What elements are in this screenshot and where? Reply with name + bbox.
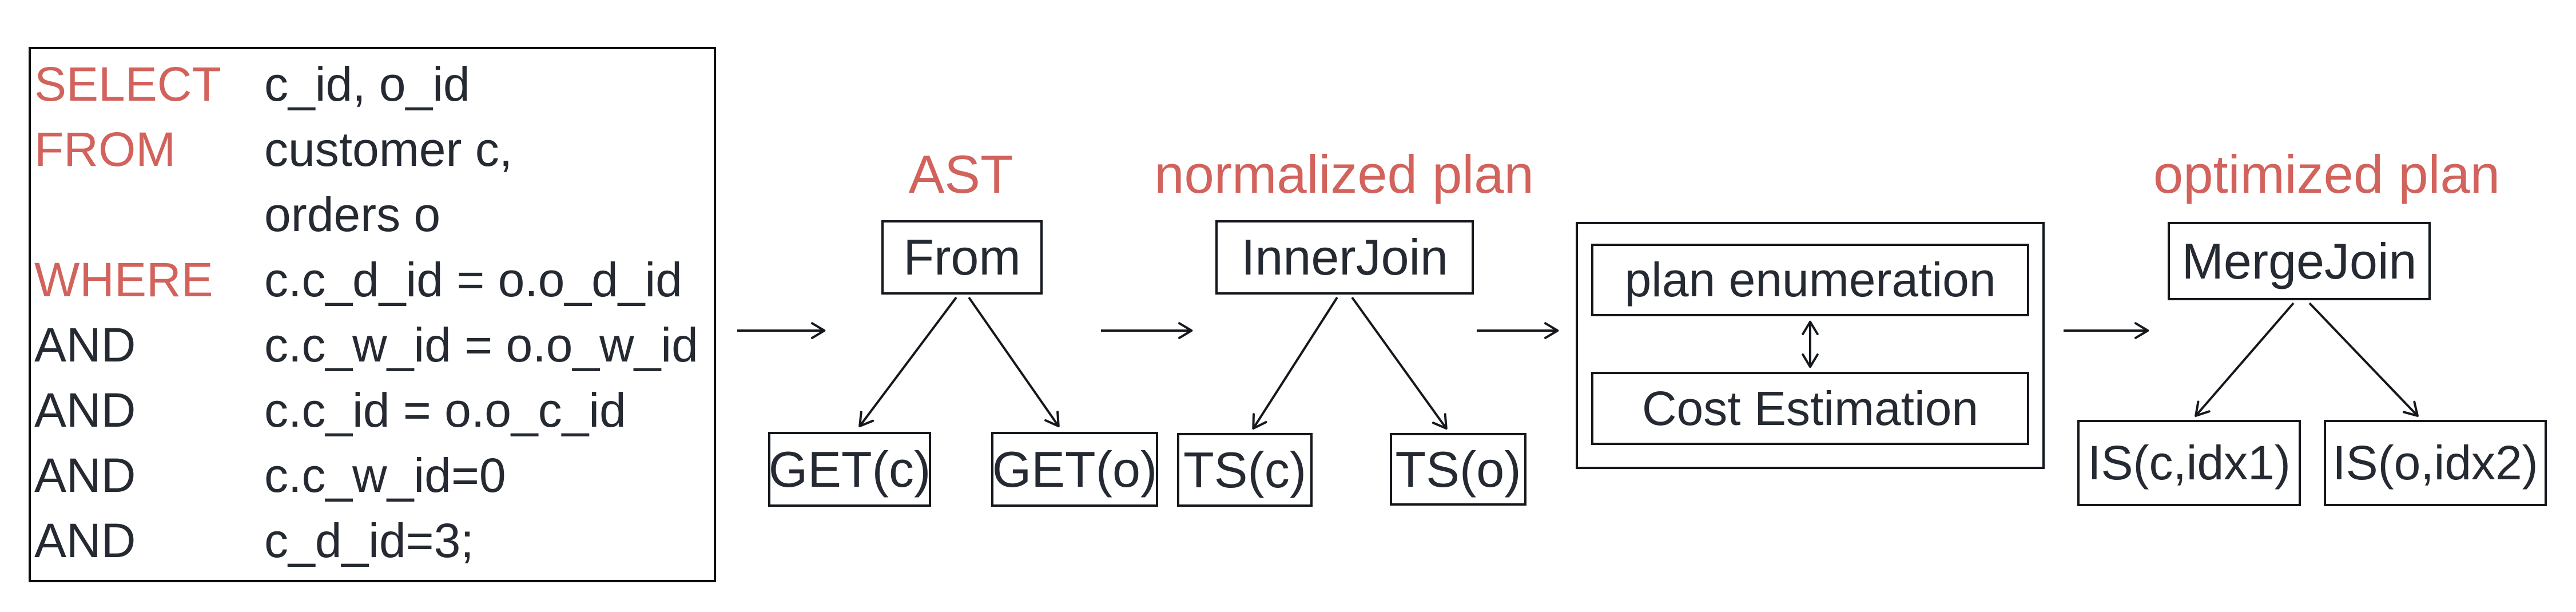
sql-value: c.c_d_id = o.o_d_id bbox=[264, 253, 682, 307]
sql-keyword: AND bbox=[34, 383, 136, 437]
sql-value: c_id, o_id bbox=[264, 57, 470, 111]
sql-keyword: AND bbox=[34, 514, 136, 567]
optimized-is-o-idx2-node: IS(o,idx2) bbox=[2324, 420, 2547, 506]
sql-keyword bbox=[34, 182, 264, 247]
normalized-ts-o-node: TS(o) bbox=[1390, 433, 1526, 506]
sql-keyword: WHERE bbox=[34, 253, 213, 307]
sql-value: c.c_w_id = o.o_w_id bbox=[264, 318, 698, 372]
sql-line-and1: AND c.c_w_id = o.o_w_id bbox=[34, 312, 714, 377]
sql-value: c_d_id=3; bbox=[264, 514, 474, 567]
edge-from-to-get-c bbox=[858, 296, 957, 428]
normalized-ts-c-node: TS(c) bbox=[1177, 433, 1313, 507]
stage-label-normalized-plan: normalized plan bbox=[1154, 144, 1534, 204]
sql-line-from: FROM customer c, bbox=[34, 117, 714, 182]
sql-line-where: WHERE c.c_d_id = o.o_d_id bbox=[34, 247, 714, 312]
normalized-root-innerjoin-node: InnerJoin bbox=[1215, 220, 1474, 295]
cost-estimation-box: Cost Estimation bbox=[1591, 372, 2029, 445]
plan-enumeration-box: plan enumeration bbox=[1591, 244, 2029, 316]
edge-mergejoin-to-is-o bbox=[2308, 302, 2419, 417]
sql-line-select: SELECT c_id, o_id bbox=[34, 51, 714, 117]
edge-innerjoin-to-ts-c bbox=[1252, 296, 1338, 430]
sql-line-and2: AND c.c_id = o.o_c_id bbox=[34, 377, 714, 443]
stage-label-ast: AST bbox=[908, 144, 1013, 204]
sql-keyword: FROM bbox=[34, 122, 176, 176]
edge-from-to-get-o bbox=[968, 296, 1060, 428]
ast-get-c-node: GET(c) bbox=[768, 432, 931, 507]
optimized-is-c-idx1-node: IS(c,idx1) bbox=[2077, 420, 2301, 506]
sql-keyword: AND bbox=[34, 318, 136, 372]
edge-mergejoin-to-is-c bbox=[2195, 302, 2295, 418]
sql-value: orders o bbox=[264, 188, 441, 241]
sql-value: c.c_id = o.o_c_id bbox=[264, 383, 626, 437]
optimized-root-mergejoin-node: MergeJoin bbox=[2168, 222, 2431, 300]
sql-line-and3: AND c.c_w_id=0 bbox=[34, 443, 714, 508]
sql-value: customer c, bbox=[264, 122, 513, 176]
edge-innerjoin-to-ts-o bbox=[1351, 296, 1448, 430]
stage-label-optimized-plan: optimized plan bbox=[2153, 144, 2501, 204]
sql-keyword: SELECT bbox=[34, 57, 221, 111]
sql-line-from2: orders o bbox=[34, 182, 714, 247]
sql-query-box: SELECT c_id, o_id FROM customer c, order… bbox=[29, 47, 716, 582]
ast-root-from-node: From bbox=[881, 220, 1043, 295]
sql-line-and4: AND c_d_id=3; bbox=[34, 508, 714, 573]
ast-get-o-node: GET(o) bbox=[991, 432, 1158, 507]
sql-keyword: AND bbox=[34, 448, 136, 502]
sql-value: c.c_w_id=0 bbox=[264, 448, 506, 502]
